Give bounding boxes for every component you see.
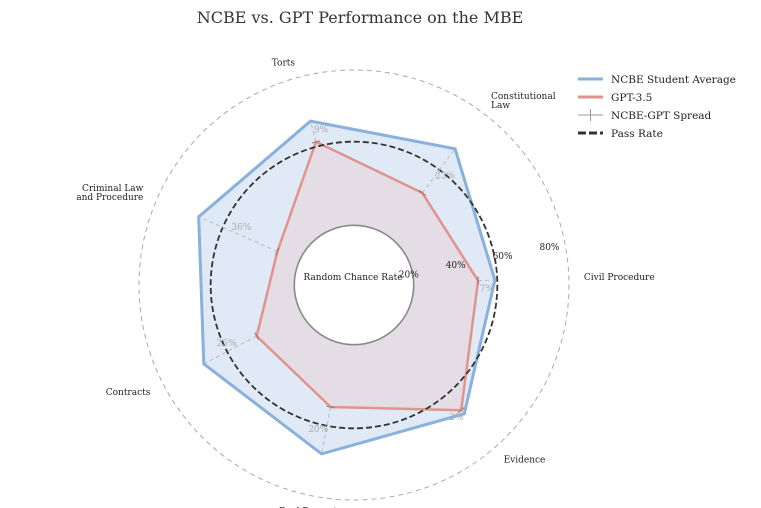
spread-line xyxy=(460,409,465,415)
spread-line xyxy=(203,335,257,365)
label-layer: 7% 2% 20% 25% 36% 9% 23% Civil ProcedureEvidenc… xyxy=(76,59,654,508)
background-layer xyxy=(138,69,570,501)
legend-label-spread: NCBE-GPT Spread xyxy=(611,110,712,122)
spread-line xyxy=(421,148,456,194)
gpt-point xyxy=(326,405,335,409)
ring-layer xyxy=(209,140,499,430)
category-label: Civil Procedure xyxy=(584,273,655,283)
spread-line xyxy=(310,120,317,142)
spread-label: 9% xyxy=(314,125,329,135)
legend-label-ncbe: NCBE Student Average xyxy=(611,74,736,86)
category-label-line: Law xyxy=(491,101,510,111)
legend: NCBE Student Average GPT-3.5 NCBE-GPT Sp… xyxy=(578,74,736,140)
gpt-point xyxy=(312,140,321,144)
spread-line xyxy=(321,406,332,454)
category-label: Torts xyxy=(272,59,296,69)
category-label-line: and Procedure xyxy=(76,193,143,203)
category-label-line: Civil Procedure xyxy=(584,273,655,283)
random-chance-hole xyxy=(294,225,414,345)
spread-label: 2% xyxy=(450,413,465,423)
legend-label-pass: Pass Rate xyxy=(611,128,663,140)
radial-tick-label: 80% xyxy=(539,243,559,253)
radial-tick-label: 40% xyxy=(446,261,466,271)
legend-label-gpt: GPT-3.5 xyxy=(611,92,652,104)
radial-tick-label: 60% xyxy=(493,252,513,262)
spread-label: 36% xyxy=(231,223,251,233)
spread-label: 7% xyxy=(480,284,495,294)
pass-rate-ring xyxy=(209,140,499,430)
category-label-line: Real Property xyxy=(279,507,343,508)
spread-label: 25% xyxy=(217,339,237,349)
chart-title: NCBE vs. GPT Performance on the MBE xyxy=(197,8,524,27)
category-label: Evidence xyxy=(504,456,546,466)
radial-tick-label: 20% xyxy=(399,270,419,280)
gpt-point xyxy=(254,332,260,340)
category-label-line: Constitutional xyxy=(491,92,556,102)
category-label-line: Evidence xyxy=(504,456,546,466)
category-label-line: Contracts xyxy=(106,388,151,398)
spread-label: 23% xyxy=(435,172,455,182)
category-label: Contracts xyxy=(106,388,151,398)
spread-line xyxy=(198,216,278,252)
outer-boundary-ring xyxy=(138,69,570,501)
spread-label: 20% xyxy=(308,425,328,435)
random-chance-label: Random Chance Rate xyxy=(303,273,402,283)
category-label: Real Property xyxy=(279,507,343,508)
gpt-point xyxy=(275,247,280,256)
random-chance-ring xyxy=(293,224,415,346)
gpt-point xyxy=(418,190,426,196)
spoke-layer xyxy=(198,120,495,454)
gpt-point xyxy=(457,407,465,414)
category-label-line: Criminal Law xyxy=(82,184,144,194)
spread-line xyxy=(478,279,495,282)
category-label-line: Torts xyxy=(272,59,296,69)
marker-layer xyxy=(254,140,479,414)
